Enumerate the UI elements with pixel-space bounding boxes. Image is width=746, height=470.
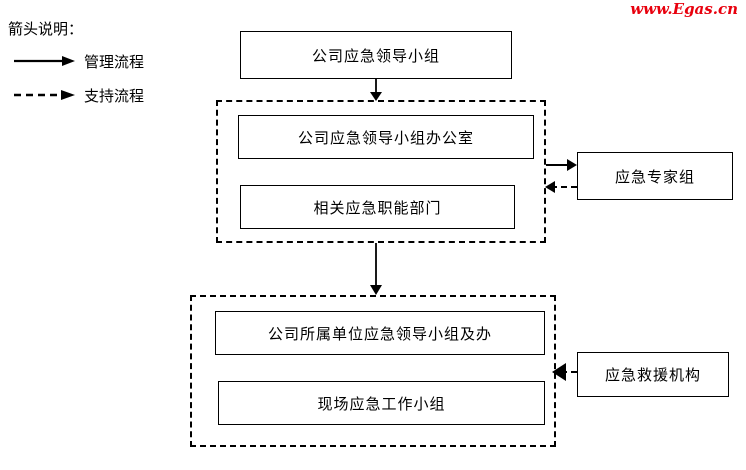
connector-group1-to-group2 [370, 243, 382, 295]
connector-group1-to-expert [546, 159, 577, 171]
node-onsite-emergency-working-group[interactable]: 现场应急工作小组 [218, 381, 545, 425]
legend-label-management-flow: 管理流程 [84, 55, 145, 71]
connector-expert-to-group1 [545, 181, 577, 193]
legend-title: 箭头说明： [8, 22, 84, 38]
connector-top-to-group1 [370, 79, 382, 101]
node-emergency-expert-group[interactable]: 应急专家组 [577, 152, 733, 200]
solid-arrow-icon [14, 54, 76, 72]
group-container-headquarters [216, 100, 546, 243]
node-emergency-rescue-organization[interactable]: 应急救援机构 [577, 352, 729, 397]
legend-label-support-flow: 支持流程 [84, 89, 145, 105]
node-leadership-group-office[interactable]: 公司应急领导小组办公室 [238, 115, 534, 159]
node-emergency-functional-departments[interactable]: 相关应急职能部门 [240, 185, 515, 229]
dashed-arrow-icon [14, 88, 76, 106]
node-company-emergency-leadership-group[interactable]: 公司应急领导小组 [240, 31, 512, 79]
site-watermark: www.Egas.cn [630, 0, 738, 18]
node-subordinate-unit-leadership-group[interactable]: 公司所属单位应急领导小组及办 [215, 311, 545, 355]
